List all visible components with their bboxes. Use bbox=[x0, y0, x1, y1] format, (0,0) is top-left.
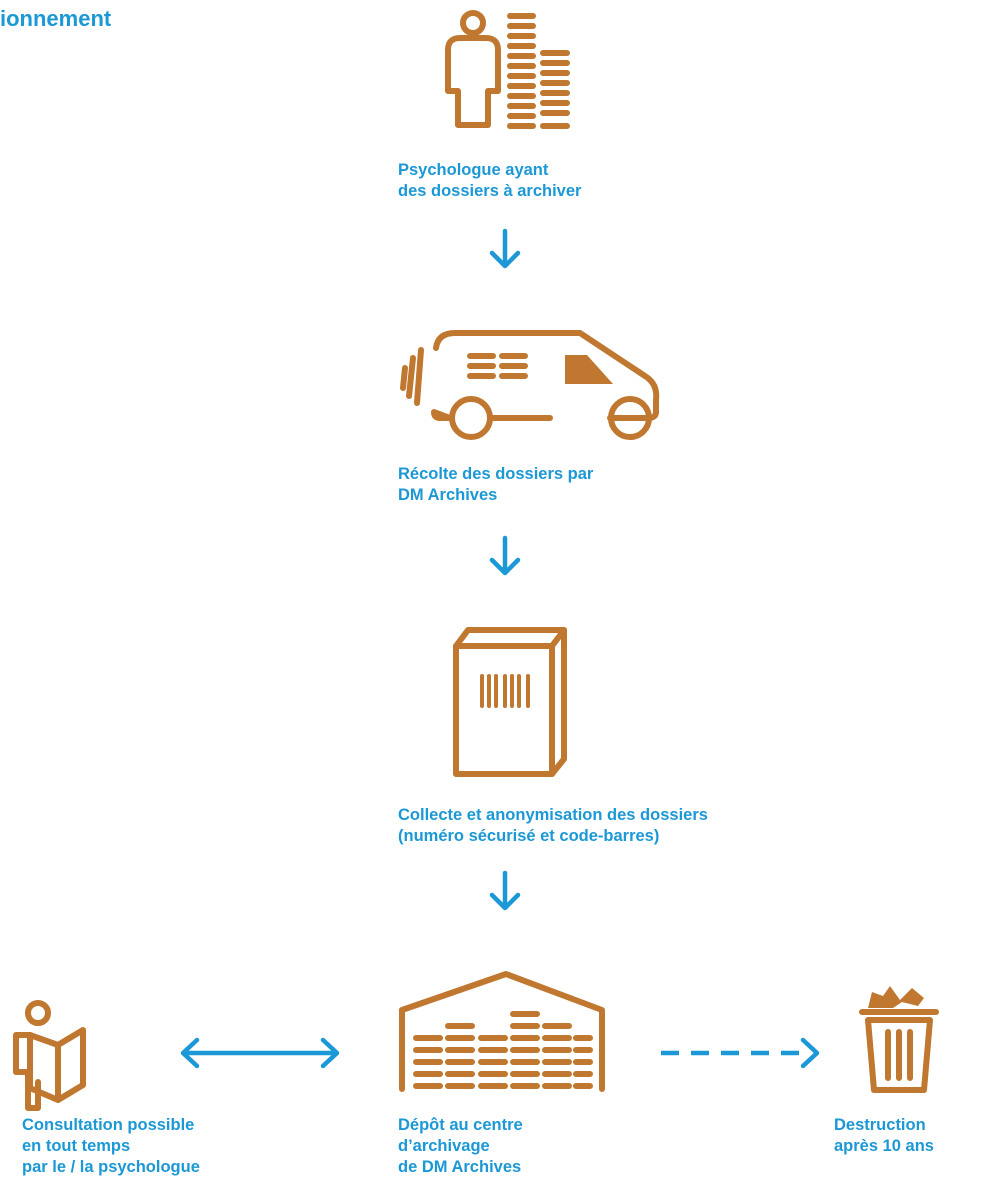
diagram-title: ionnement bbox=[0, 6, 112, 31]
trash-bin-icon bbox=[859, 986, 939, 1093]
arrow-down-icon bbox=[489, 228, 521, 269]
step-3-label: Collecte et anonymisation des dossiers (… bbox=[398, 806, 708, 845]
arrow-down-icon bbox=[489, 870, 521, 911]
double-arrow-icon bbox=[180, 1037, 340, 1069]
consultation-label: Consultation possible en tout temps par … bbox=[22, 1116, 200, 1176]
dashed-arrow-icon bbox=[661, 1037, 820, 1069]
barcode-box-icon bbox=[453, 627, 567, 777]
person-with-files-icon bbox=[445, 10, 570, 129]
step-2-label: Récolte des dossiers par DM Archives bbox=[398, 465, 594, 504]
person-reading-icon bbox=[13, 1000, 86, 1111]
warehouse-icon bbox=[399, 971, 605, 1092]
arrow-down-icon bbox=[489, 535, 521, 576]
destruction-label: Destruction après 10 ans bbox=[834, 1116, 934, 1155]
step-1-label: Psychologue ayant des dossiers à archive… bbox=[398, 161, 582, 200]
step-4-label: Dépôt au centre d’archivage de DM Archiv… bbox=[398, 1116, 523, 1176]
delivery-van-icon bbox=[400, 330, 660, 440]
